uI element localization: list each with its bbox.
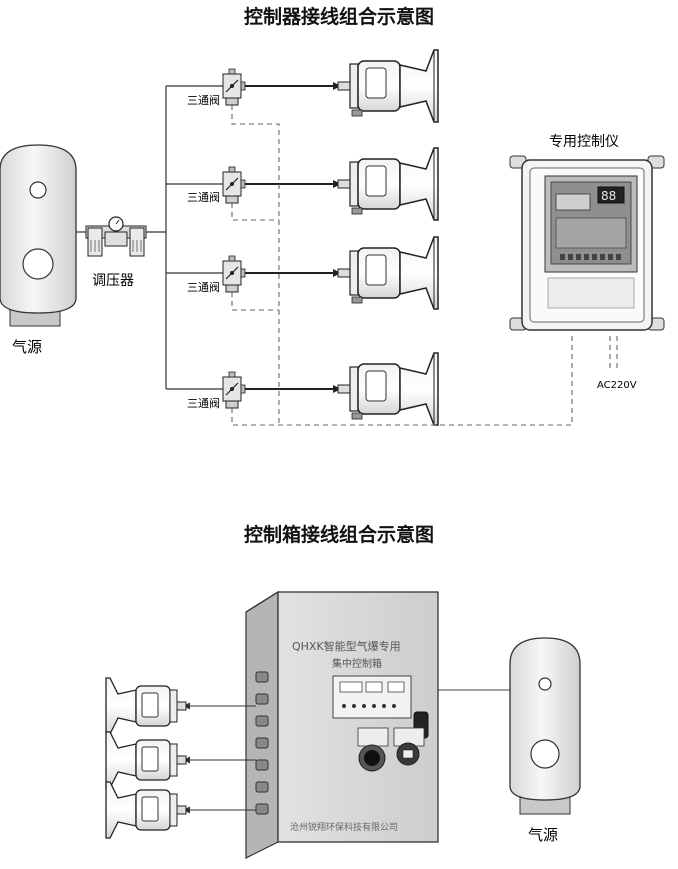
air-source-tank (0, 144, 77, 327)
bottom-diagram-title: 控制箱接线组合示意图 (243, 524, 434, 546)
regulator-label: 调压器 (92, 273, 134, 289)
bottom-air-source-label: 气源 (528, 826, 558, 844)
air-pipe-network (76, 85, 223, 390)
valve-label-2: 三通阀 (187, 190, 220, 204)
pressure-regulator (85, 216, 147, 257)
valve-to-blaster-arrows (245, 82, 341, 393)
control-box-title: QHXK智能型气爆专用 (292, 639, 401, 653)
three-way-valve-2 (222, 166, 246, 204)
box-to-blaster-arrows (183, 702, 256, 814)
air-blaster-2 (337, 147, 439, 221)
three-way-valve-4 (222, 371, 246, 409)
control-box-subtitle: 集中控制箱 (332, 657, 382, 670)
control-box-footer: 沧州锐翔环保科技有限公司 (290, 821, 398, 833)
air-source-tank-bottom (509, 637, 581, 815)
controller-display-readout: 88 (601, 189, 616, 203)
top-air-source-label: 气源 (12, 338, 42, 356)
valve-label-1: 三通阀 (187, 93, 220, 107)
centralized-control-box (245, 590, 439, 859)
control-signal-wiring (231, 105, 618, 426)
power-supply-label: AC220V (597, 380, 637, 391)
air-blaster-3 (337, 236, 439, 310)
three-way-valve-1 (222, 68, 246, 106)
air-blaster-box-2 (105, 731, 187, 789)
air-blaster-box-3 (105, 781, 187, 839)
air-blaster-4 (337, 352, 439, 426)
top-diagram-title: 控制器接线组合示意图 (243, 6, 434, 28)
air-blaster-box-1 (105, 677, 187, 735)
controller-label: 专用控制仪 (549, 134, 619, 150)
valve-label-3: 三通阀 (187, 280, 220, 294)
valve-label-4: 三通阀 (187, 396, 220, 410)
three-way-valve-3 (222, 255, 246, 293)
dedicated-controller-unit: 88 (509, 155, 665, 331)
air-blaster-1 (337, 49, 439, 123)
